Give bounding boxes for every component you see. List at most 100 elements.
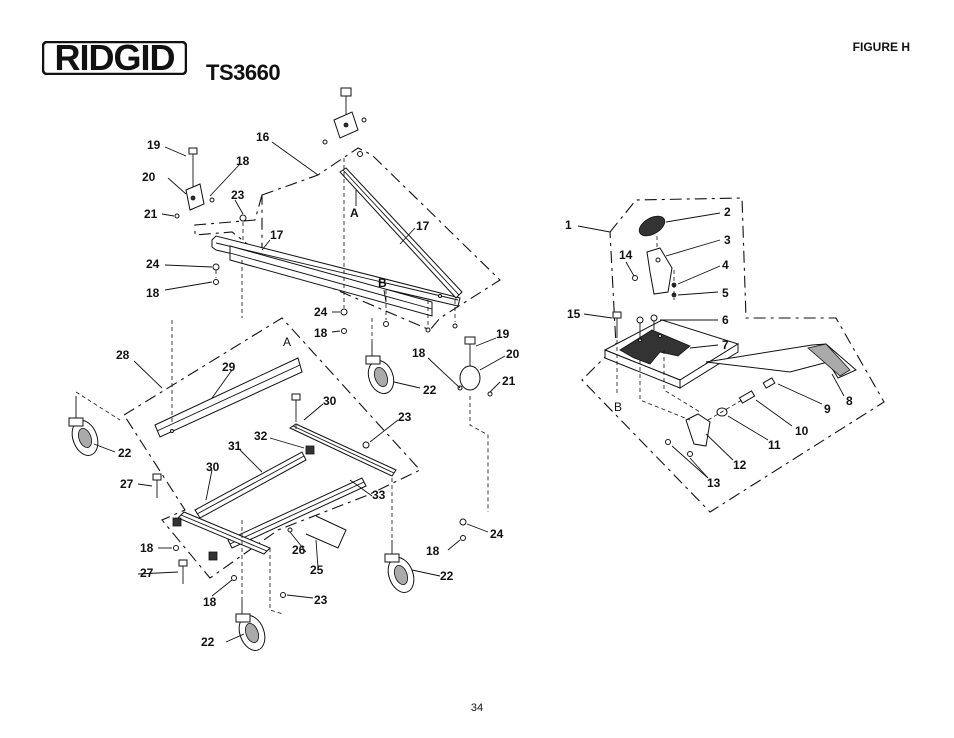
nut-13a: [687, 451, 693, 457]
callout-18d: 18: [412, 346, 426, 360]
callout-23b: 23: [398, 410, 412, 424]
blade-guard-outline: [581, 197, 885, 513]
nut-top: [357, 151, 363, 157]
end-brackets: [172, 445, 315, 561]
callout-14: 14: [619, 248, 633, 262]
nut-26: [287, 527, 293, 533]
spreader-8: [705, 343, 857, 379]
bolt-6: [636, 316, 644, 340]
nut-18-left: [213, 279, 219, 285]
callout-12: 12: [733, 458, 747, 472]
caster-upper: [365, 342, 395, 394]
nut-right-b: [452, 323, 458, 329]
nut-14: [632, 275, 638, 281]
nut-23-bottom: [280, 592, 286, 598]
callout-13: 13: [707, 476, 721, 490]
callout-20: 20: [142, 170, 156, 184]
callout-18b: 18: [146, 286, 160, 300]
letter-a-lower: A: [283, 335, 291, 349]
callout-9: 9: [824, 402, 831, 416]
caster-bottom: [235, 600, 266, 651]
callout-19b: 19: [496, 327, 510, 341]
callout-10: 10: [795, 424, 809, 438]
callout-18g: 18: [203, 595, 217, 609]
callout-17: 17: [270, 228, 284, 242]
brand-logo-text: RIDGID: [54, 37, 176, 78]
handle-25: [305, 515, 347, 549]
washer-24-center: [340, 308, 348, 316]
grip-2: [638, 215, 666, 237]
model-title: TS3660: [206, 60, 281, 85]
callout-22b: 22: [118, 446, 132, 460]
arm-3: [646, 247, 673, 295]
callout-7: 7: [722, 338, 729, 352]
callout-25: 25: [310, 563, 324, 577]
upper-rail-diagonal: [339, 167, 463, 299]
page-number: 34: [470, 702, 484, 714]
bracket-12: [685, 413, 711, 447]
callout-11: 11: [768, 438, 781, 452]
brand-logo: RIDGID: [41, 37, 188, 78]
figure-label: FIGURE H: [852, 40, 910, 54]
guide-lines-right: [616, 236, 743, 421]
mid-crossbar: [154, 357, 303, 438]
shaft-9-10: [716, 377, 776, 417]
stand-outline-lower: [123, 317, 421, 579]
callout-20b: 20: [506, 347, 520, 361]
screw-27-lower: [178, 559, 188, 584]
callout-18: 18: [236, 154, 250, 168]
callout-22: 22: [423, 383, 437, 397]
nut-18-bottom: [231, 575, 237, 581]
leader-lines: [93, 141, 845, 643]
callout-24c: 24: [490, 527, 504, 541]
screw-27-upper: [152, 473, 162, 498]
callout-1: 1: [565, 218, 572, 232]
nut-18-lower: [173, 545, 179, 551]
callout-23c: 23: [314, 593, 328, 607]
callout-17b: 17: [416, 219, 430, 233]
bracket-upper-left: [174, 147, 215, 219]
nut-23-upper: [239, 214, 247, 222]
callout-23: 23: [231, 188, 245, 202]
nut-18-right: [460, 535, 466, 541]
callout-24: 24: [146, 257, 160, 271]
letter-b-upper: B: [378, 276, 387, 290]
callout-31: 31: [228, 439, 242, 453]
letter-a-upper: A: [350, 206, 359, 220]
base-plate: [603, 319, 740, 389]
nut-18-center: [341, 328, 347, 334]
nut-13b: [665, 439, 671, 445]
callout-16: 16: [256, 130, 270, 144]
callout-19: 19: [147, 138, 161, 152]
guide-lines-left: [75, 158, 489, 615]
callout-18e: 18: [140, 541, 154, 555]
callout-30b: 30: [206, 460, 220, 474]
callout-22c: 22: [440, 569, 454, 583]
callout-15: 15: [567, 307, 581, 321]
callout-27: 27: [120, 477, 134, 491]
callout-18c: 18: [314, 326, 328, 340]
nut-right-a: [425, 327, 431, 333]
callout-27b: 27: [140, 566, 154, 580]
callout-6: 6: [722, 313, 729, 327]
callout-32: 32: [254, 429, 268, 443]
nut-b: [383, 321, 389, 327]
washer-24-right: [459, 518, 467, 526]
letter-b-right: B: [614, 400, 622, 414]
callout-33: 33: [372, 488, 386, 502]
callout-24b: 24: [314, 305, 328, 319]
callout-5: 5: [722, 286, 729, 300]
lower-rail-31: [194, 451, 307, 519]
bolt-30-top: [291, 393, 301, 418]
callout-26: 26: [292, 543, 306, 557]
callout-4: 4: [722, 258, 729, 272]
lower-rail-33: [227, 477, 367, 549]
callout-29: 29: [222, 360, 236, 374]
bolt-15: [612, 311, 622, 338]
callout-21: 21: [144, 207, 158, 221]
caster-left: [68, 396, 99, 456]
upper-crossbar: [229, 245, 433, 317]
callout-3: 3: [724, 233, 731, 247]
